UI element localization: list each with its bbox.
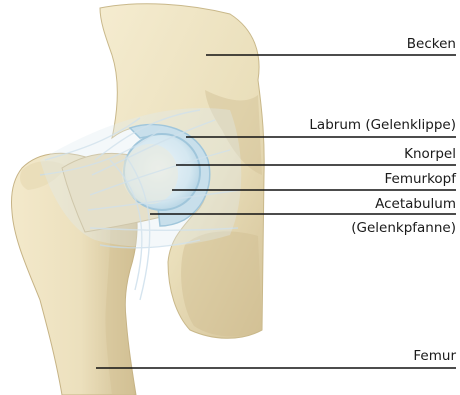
pelvis-shading <box>181 231 262 336</box>
label-labrum: Labrum (Gelenklippe) <box>309 117 456 133</box>
label-becken: Becken <box>407 36 456 52</box>
label-femurkopf: Femurkopf <box>384 171 456 187</box>
label-femur: Femur <box>413 348 456 364</box>
label-acetabulum: Acetabulum <box>375 196 456 212</box>
label-gelenkpfanne: (Gelenkpfanne) <box>351 220 456 236</box>
label-knorpel: Knorpel <box>404 146 456 162</box>
